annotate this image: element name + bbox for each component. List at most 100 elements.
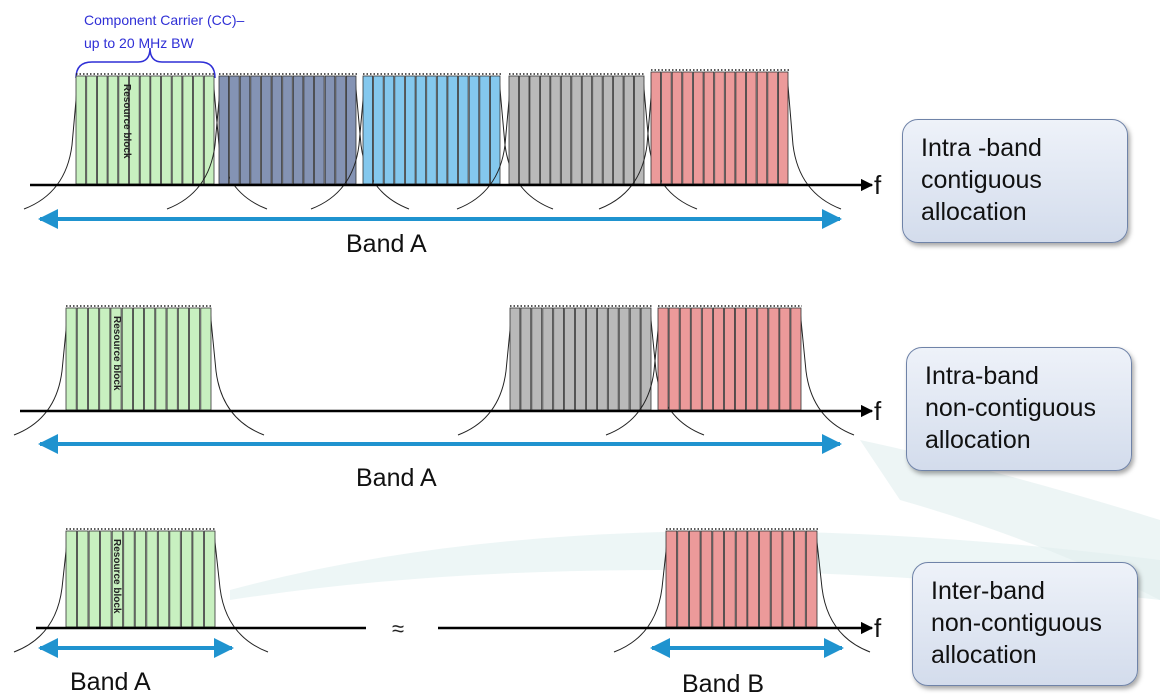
resource-block-bar: [682, 71, 693, 185]
resource-block-bar: [314, 75, 325, 185]
allocation-text: Intra -band: [921, 134, 1042, 162]
resource-block-bar: [679, 307, 691, 411]
resource-block-bar: [180, 530, 193, 628]
resource-block-bar: [690, 307, 702, 411]
resource-block-bar: [657, 307, 669, 411]
resource-block-bar: [77, 530, 89, 628]
resource-block-bar: [542, 307, 554, 411]
resource-block-bar: [239, 75, 251, 185]
resource-block-bar: [171, 75, 183, 185]
resource-block-bar: [436, 75, 448, 185]
resource-block-bar: [166, 307, 178, 411]
resource-block-bar: [345, 75, 357, 185]
resource-block-bar: [668, 307, 680, 411]
resource-block-bar: [756, 71, 768, 185]
resource-block-label: Resource block: [111, 316, 122, 391]
allocation-text: Inter-band: [931, 577, 1045, 605]
resource-block-bar: [634, 75, 645, 185]
carrier-spectrum-skirt: [13, 309, 265, 436]
approx-gap-symbol: ≈: [392, 616, 404, 641]
resource-block-bar: [782, 530, 795, 628]
resource-block-bar: [282, 75, 293, 185]
resource-block-bar: [677, 530, 689, 628]
resource-block-bar: [724, 530, 736, 628]
resource-block-bar: [693, 71, 704, 185]
resource-block-bar: [155, 307, 167, 411]
frequency-label-row2: f: [874, 396, 882, 426]
resource-block-bar: [88, 530, 100, 628]
resource-block-bar: [689, 530, 701, 628]
resource-block-bar: [520, 307, 532, 411]
resource-block-bar: [292, 75, 304, 185]
allocation-box-intra-noncontiguous: Intra-band non-contiguous allocation: [906, 347, 1132, 471]
resource-block-bar: [629, 307, 641, 411]
resource-block-bar: [724, 307, 736, 411]
resource-block-bar: [489, 75, 501, 185]
resource-block-bar: [701, 307, 713, 411]
resource-block-bar: [735, 71, 746, 185]
resource-block-bar: [665, 530, 678, 628]
component-carrier: [13, 528, 269, 653]
resource-block-bar: [88, 307, 100, 411]
resource-block-bar: [303, 75, 314, 185]
resource-block-bar: [107, 75, 119, 185]
resource-block-bar: [200, 307, 212, 411]
resource-block-bar: [182, 75, 193, 185]
component-carrier: [13, 305, 265, 436]
resource-block-bar: [100, 530, 112, 628]
resource-block-bar: [468, 75, 480, 185]
resource-block-bar: [805, 530, 818, 628]
band-b-label-row3: Band B: [682, 670, 764, 698]
allocation-text: non-contiguous: [925, 394, 1096, 422]
resource-block-bar: [592, 75, 603, 185]
band-a-label-row1: Band A: [346, 230, 427, 258]
resource-block-bar: [261, 75, 272, 185]
carrier-spectrum-skirt: [598, 73, 842, 210]
resource-block-bar: [650, 71, 662, 185]
allocation-text: contiguous: [921, 166, 1042, 194]
carrier-spectrum-skirt: [613, 532, 871, 653]
resource-block-bar: [144, 307, 156, 411]
resource-block-bar: [700, 530, 713, 628]
resource-block-bar: [204, 530, 216, 628]
resource-block-bar: [575, 307, 586, 411]
resource-block-bar: [713, 307, 724, 411]
component-carrier: [456, 73, 698, 210]
resource-block-bar: [193, 75, 204, 185]
resource-block-bar: [335, 75, 346, 185]
frequency-label-row3: f: [874, 613, 882, 643]
resource-block-bar: [735, 307, 747, 411]
cc-annotation-line-1: Component Carrier (CC)–: [84, 12, 244, 28]
resource-block-bar: [794, 530, 806, 628]
resource-block-bar: [519, 75, 530, 185]
resource-block-bar: [169, 530, 181, 628]
resource-block-bar: [746, 71, 757, 185]
resource-block-bar: [779, 307, 791, 411]
resource-block-bar: [405, 75, 416, 185]
allocation-text: allocation: [921, 198, 1027, 226]
resource-block-bar: [150, 75, 161, 185]
resource-block-bar: [560, 75, 572, 185]
band-a-label-row3: Band A: [70, 668, 151, 696]
allocation-box-intra-contiguous: Intra -band contiguous allocation: [902, 119, 1128, 243]
resource-block-bar: [161, 75, 172, 185]
carrier-spectrum-skirt: [605, 309, 855, 436]
resource-block-bar: [571, 75, 582, 185]
resource-block-bar: [640, 307, 652, 411]
allocation-text: allocation: [925, 426, 1031, 454]
resource-block-bar: [581, 75, 593, 185]
resource-block-bar: [712, 530, 724, 628]
resource-block-bar: [778, 71, 789, 185]
resource-block-bar: [618, 307, 630, 411]
resource-block-bar: [189, 307, 201, 411]
allocation-box-inter-noncontiguous: Inter-band non-contiguous allocation: [912, 562, 1138, 686]
resource-block-bar: [790, 307, 802, 411]
resource-block-bar: [76, 307, 88, 411]
resource-block-bar: [508, 75, 519, 185]
component-carrier: [457, 305, 705, 436]
resource-block-bar: [97, 75, 108, 185]
resource-block-bar: [139, 75, 151, 185]
resource-block-bar: [394, 75, 405, 185]
resource-block-bar: [324, 75, 336, 185]
